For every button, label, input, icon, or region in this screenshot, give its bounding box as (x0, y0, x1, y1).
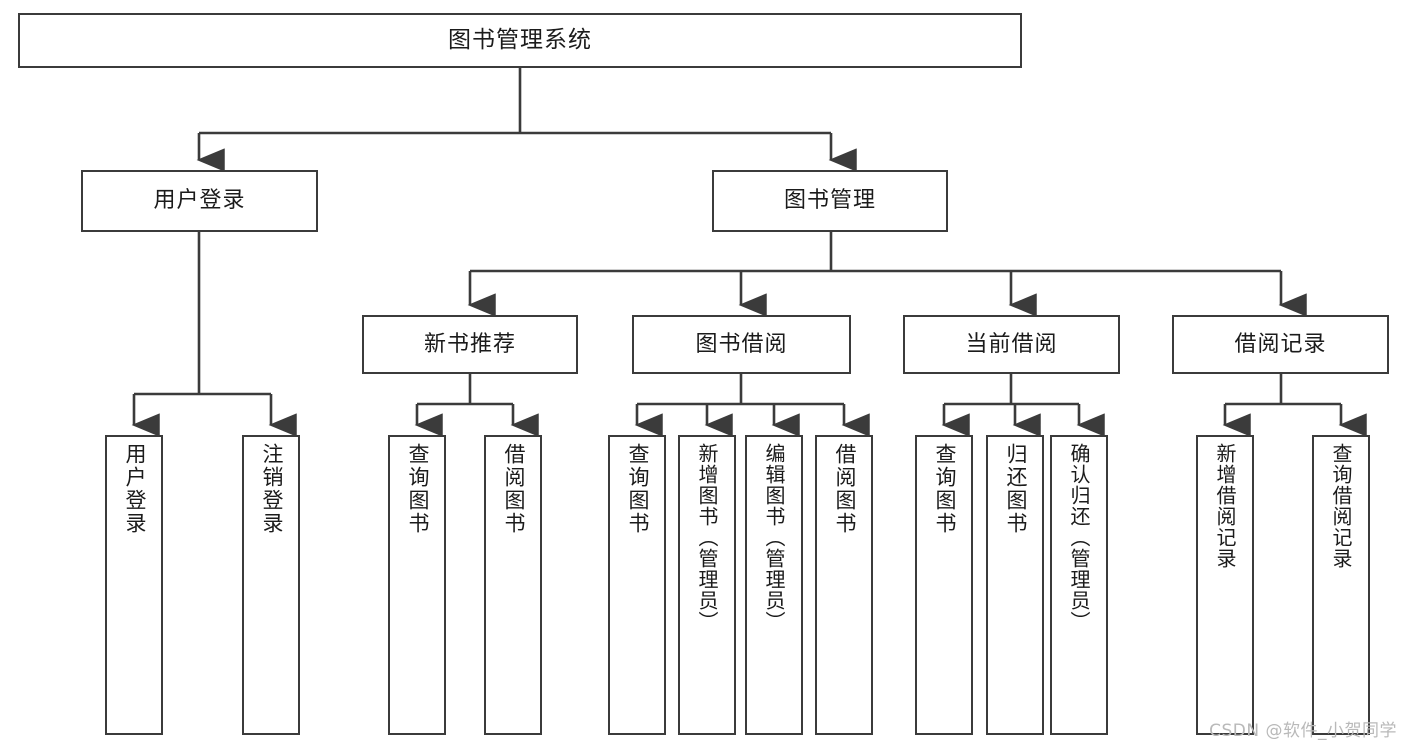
node-user-login[interactable]: 用户登录 (81, 170, 318, 232)
node-leaf-label: 借阅图书 (501, 443, 526, 535)
node-current-borrow-label: 当前借阅 (965, 331, 1058, 357)
node-root-book-management-system[interactable]: 图书管理系统 (18, 13, 1022, 68)
node-borrow-record-label: 借阅记录 (1234, 331, 1327, 357)
watermark-text: CSDN @软件_小贺同学 (1209, 721, 1397, 741)
node-leaf-label: 查询图书 (625, 443, 650, 535)
node-leaf-user-login-signin[interactable]: 用户登录 (105, 435, 163, 735)
node-leaf-borrow-record-add[interactable]: 新增借阅记录 (1196, 435, 1254, 735)
node-leaf-user-login-signout[interactable]: 注销登录 (242, 435, 300, 735)
node-leaf-label: 查询图书 (405, 443, 430, 535)
node-leaf-new-book-query[interactable]: 查询图书 (388, 435, 446, 735)
node-leaf-label: 新增图书（管理员） (695, 443, 719, 632)
node-borrow-record[interactable]: 借阅记录 (1172, 315, 1389, 374)
node-leaf-current-borrow-return[interactable]: 归还图书 (986, 435, 1044, 735)
node-new-book-recommend[interactable]: 新书推荐 (362, 315, 578, 374)
node-book-borrow[interactable]: 图书借阅 (632, 315, 851, 374)
node-leaf-label: 新增借阅记录 (1213, 443, 1237, 569)
node-new-book-recommend-label: 新书推荐 (423, 331, 516, 357)
node-leaf-book-borrow-edit[interactable]: 编辑图书（管理员） (745, 435, 803, 735)
node-user-login-label: 用户登录 (153, 188, 246, 214)
node-leaf-label: 确认归还（管理员） (1067, 443, 1091, 632)
node-leaf-label: 用户登录 (122, 443, 147, 535)
node-leaf-book-borrow-query[interactable]: 查询图书 (608, 435, 666, 735)
node-book-management-label: 图书管理 (783, 188, 876, 214)
node-leaf-book-borrow-lend[interactable]: 借阅图书 (815, 435, 873, 735)
node-leaf-label: 编辑图书（管理员） (762, 443, 786, 632)
node-leaf-label: 归还图书 (1003, 443, 1028, 535)
node-leaf-current-borrow-query[interactable]: 查询图书 (915, 435, 973, 735)
node-leaf-label: 注销登录 (259, 443, 284, 535)
node-leaf-new-book-borrow[interactable]: 借阅图书 (484, 435, 542, 735)
node-root-label: 图书管理系统 (448, 27, 592, 54)
node-leaf-label: 借阅图书 (832, 443, 857, 535)
node-leaf-book-borrow-add[interactable]: 新增图书（管理员） (678, 435, 736, 735)
node-current-borrow[interactable]: 当前借阅 (903, 315, 1120, 374)
node-leaf-label: 查询图书 (932, 443, 957, 535)
node-leaf-current-borrow-confirm[interactable]: 确认归还（管理员） (1050, 435, 1108, 735)
node-book-borrow-label: 图书借阅 (695, 331, 788, 357)
node-book-management[interactable]: 图书管理 (712, 170, 948, 232)
node-leaf-label: 查询借阅记录 (1329, 443, 1353, 569)
node-leaf-borrow-record-query[interactable]: 查询借阅记录 (1312, 435, 1370, 735)
